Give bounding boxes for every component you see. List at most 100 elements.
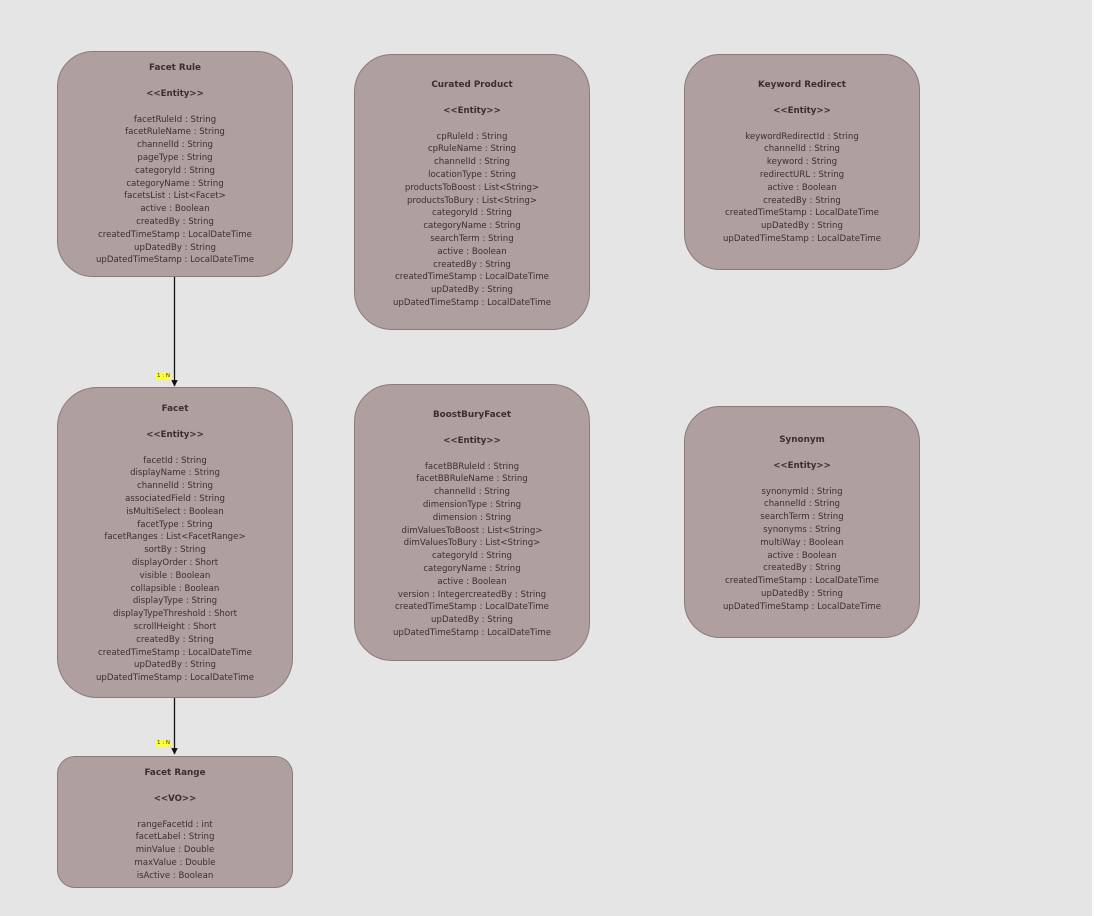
entity-attribute: facetLabel : String: [135, 832, 215, 843]
entity-title: Curated Product: [431, 80, 513, 90]
entity-attribute: active : Boolean: [437, 576, 507, 587]
entity-attribute: displayOrder : Short: [131, 557, 219, 568]
entity-attribute: upDatedTimeStamp : LocalDateTime: [392, 627, 552, 638]
entity-attribute: isMultiSelect : Boolean: [126, 506, 224, 517]
entity-attribute: collapsible : Boolean: [130, 583, 220, 594]
entity-curated-product[interactable]: Curated Product <<Entity>> cpRuleId : St…: [354, 54, 590, 330]
entity-attribute: dimValuesToBury : List<String>: [403, 538, 541, 549]
entity-attribute: searchTerm : String: [430, 233, 514, 244]
entity-attribute: channelId : String: [763, 499, 840, 510]
entity-title: Synonym: [779, 435, 825, 445]
entity-attribute: facetRuleId : String: [133, 114, 217, 125]
multiplicity-label-facet-rule-to-facet: 1 : N: [156, 373, 171, 380]
entity-attribute: upDatedBy : String: [761, 588, 843, 599]
entity-attribute: categoryId : String: [432, 551, 512, 562]
entity-attribute: channelId : String: [136, 481, 213, 492]
entity-attribute: createdTimeStamp : LocalDateTime: [98, 229, 252, 240]
entity-attribute: createdBy : String: [763, 563, 841, 574]
entity-attribute: createdTimeStamp : LocalDateTime: [725, 576, 879, 587]
entity-attribute: multiWay : Boolean: [760, 537, 844, 548]
entity-attributes: facetRuleId : String facetRuleName : Stri…: [58, 114, 292, 268]
entity-attribute: upDatedBy : String: [134, 242, 216, 253]
entity-attribute: sortBy : String: [144, 545, 206, 556]
entity-attribute: pageType : String: [137, 152, 213, 163]
entity-title: Keyword Redirect: [757, 80, 846, 90]
entity-title: Facet Rule: [149, 63, 201, 73]
entity-attribute: createdTimeStamp : LocalDateTime: [725, 208, 879, 219]
entity-attribute: cpRuleId : String: [436, 131, 508, 142]
entity-keyword-redirect[interactable]: Keyword Redirect <<Entity>> keywordRedir…: [684, 54, 920, 270]
entity-attribute: createdTimeStamp : LocalDateTime: [395, 602, 549, 613]
entity-attribute: upDatedBy : String: [761, 221, 843, 232]
entity-boost-bury-facet[interactable]: BoostBuryFacet <<Entity>> facetBBRuleId …: [354, 384, 590, 661]
entity-facet-rule[interactable]: Facet Rule <<Entity>> facetRuleId : Stri…: [57, 51, 293, 277]
entity-attribute: channelId : String: [433, 487, 510, 498]
entity-attribute: createdBy : String: [136, 216, 214, 227]
entity-attribute: cpRuleName : String: [427, 144, 517, 155]
entity-attribute: active : Boolean: [140, 204, 210, 215]
entity-attribute: upDatedTimeStamp : LocalDateTime: [95, 255, 255, 266]
entity-attribute: synonyms : String: [763, 524, 841, 535]
entity-attribute: upDatedBy : String: [431, 615, 513, 626]
entity-attribute: active : Boolean: [767, 182, 837, 193]
entity-attribute: createdTimeStamp : LocalDateTime: [98, 647, 252, 658]
entity-stereotype: <<Entity>>: [443, 105, 501, 116]
entity-attribute: createdBy : String: [433, 259, 511, 270]
entity-attributes: facetId : String displayName : String chan…: [58, 455, 292, 685]
entity-attribute: categoryName : String: [423, 563, 521, 574]
entity-attribute: visible : Boolean: [139, 570, 211, 581]
entity-attribute: productsToBury : List<String>: [407, 195, 537, 206]
entity-attribute: createdBy : String: [763, 195, 841, 206]
entity-attribute: keywordRedirectId : String: [745, 131, 859, 142]
entity-attribute: categoryId : String: [135, 165, 215, 176]
entity-attribute: upDatedTimeStamp : LocalDateTime: [392, 297, 552, 308]
entity-attribute: facetRuleName : String: [125, 127, 225, 138]
entity-attribute: categoryName : String: [126, 178, 224, 189]
entity-stereotype: <<Entity>>: [443, 435, 501, 446]
entity-attribute: channelId : String: [136, 140, 213, 151]
entity-attribute: categoryName : String: [423, 221, 521, 232]
entity-attribute: displayTypeThreshold : Short: [112, 609, 238, 620]
entity-stereotype: <<Entity>>: [146, 88, 204, 99]
entity-attribute: productsToBoost : List<String>: [404, 182, 540, 193]
entity-stereotype: <<Entity>>: [146, 429, 204, 440]
entity-attribute: upDatedTimeStamp : LocalDateTime: [722, 233, 882, 244]
entity-attribute: active : Boolean: [437, 246, 507, 257]
entity-attribute: upDatedBy : String: [431, 285, 513, 296]
entity-stereotype: <<VO>>: [153, 793, 197, 804]
entity-attribute: facetType : String: [137, 519, 213, 530]
entity-attribute: channelId : String: [433, 157, 510, 168]
multiplicity-label-facet-to-facet-range: 1 : N: [156, 740, 171, 747]
entity-attribute: facetRanges : List<FacetRange>: [104, 532, 246, 543]
entity-attribute: keyword : String: [766, 157, 838, 168]
entity-attribute: version : IntegercreatedBy : String: [397, 589, 547, 600]
entity-attribute: searchTerm : String: [760, 512, 844, 523]
entity-facet[interactable]: Facet <<Entity>> facetId : String display…: [57, 387, 293, 698]
entity-attribute: facetBBRuleId : String: [424, 461, 520, 472]
entity-attributes: cpRuleId : String cpRuleName : String chan…: [355, 131, 589, 310]
entity-title: Facet: [161, 404, 189, 414]
entity-attribute: active : Boolean: [767, 550, 837, 561]
entity-attribute: facetId : String: [143, 455, 207, 466]
entity-title: Facet Range: [144, 768, 206, 778]
entity-attribute: dimensionType : String: [422, 499, 522, 510]
entity-attribute: displayName : String: [130, 468, 220, 479]
entity-attribute: upDatedTimeStamp : LocalDateTime: [95, 673, 255, 684]
entity-attribute: maxValue : Double: [134, 857, 216, 868]
entity-stereotype: <<Entity>>: [773, 105, 831, 116]
entity-attribute: minValue : Double: [135, 845, 215, 856]
entity-attribute: locationType : String: [428, 169, 516, 180]
entity-attribute: facetBBRuleName : String: [416, 474, 528, 485]
entity-attribute: dimension : String: [432, 512, 512, 523]
entity-attribute: upDatedTimeStamp : LocalDateTime: [722, 601, 882, 612]
entity-attribute: facetsList : List<Facet>: [124, 191, 226, 202]
entity-title: BoostBuryFacet: [432, 410, 512, 420]
entity-stereotype: <<Entity>>: [773, 460, 831, 471]
entity-attribute: categoryId : String: [432, 208, 512, 219]
entity-attribute: redirectURL : String: [759, 169, 845, 180]
